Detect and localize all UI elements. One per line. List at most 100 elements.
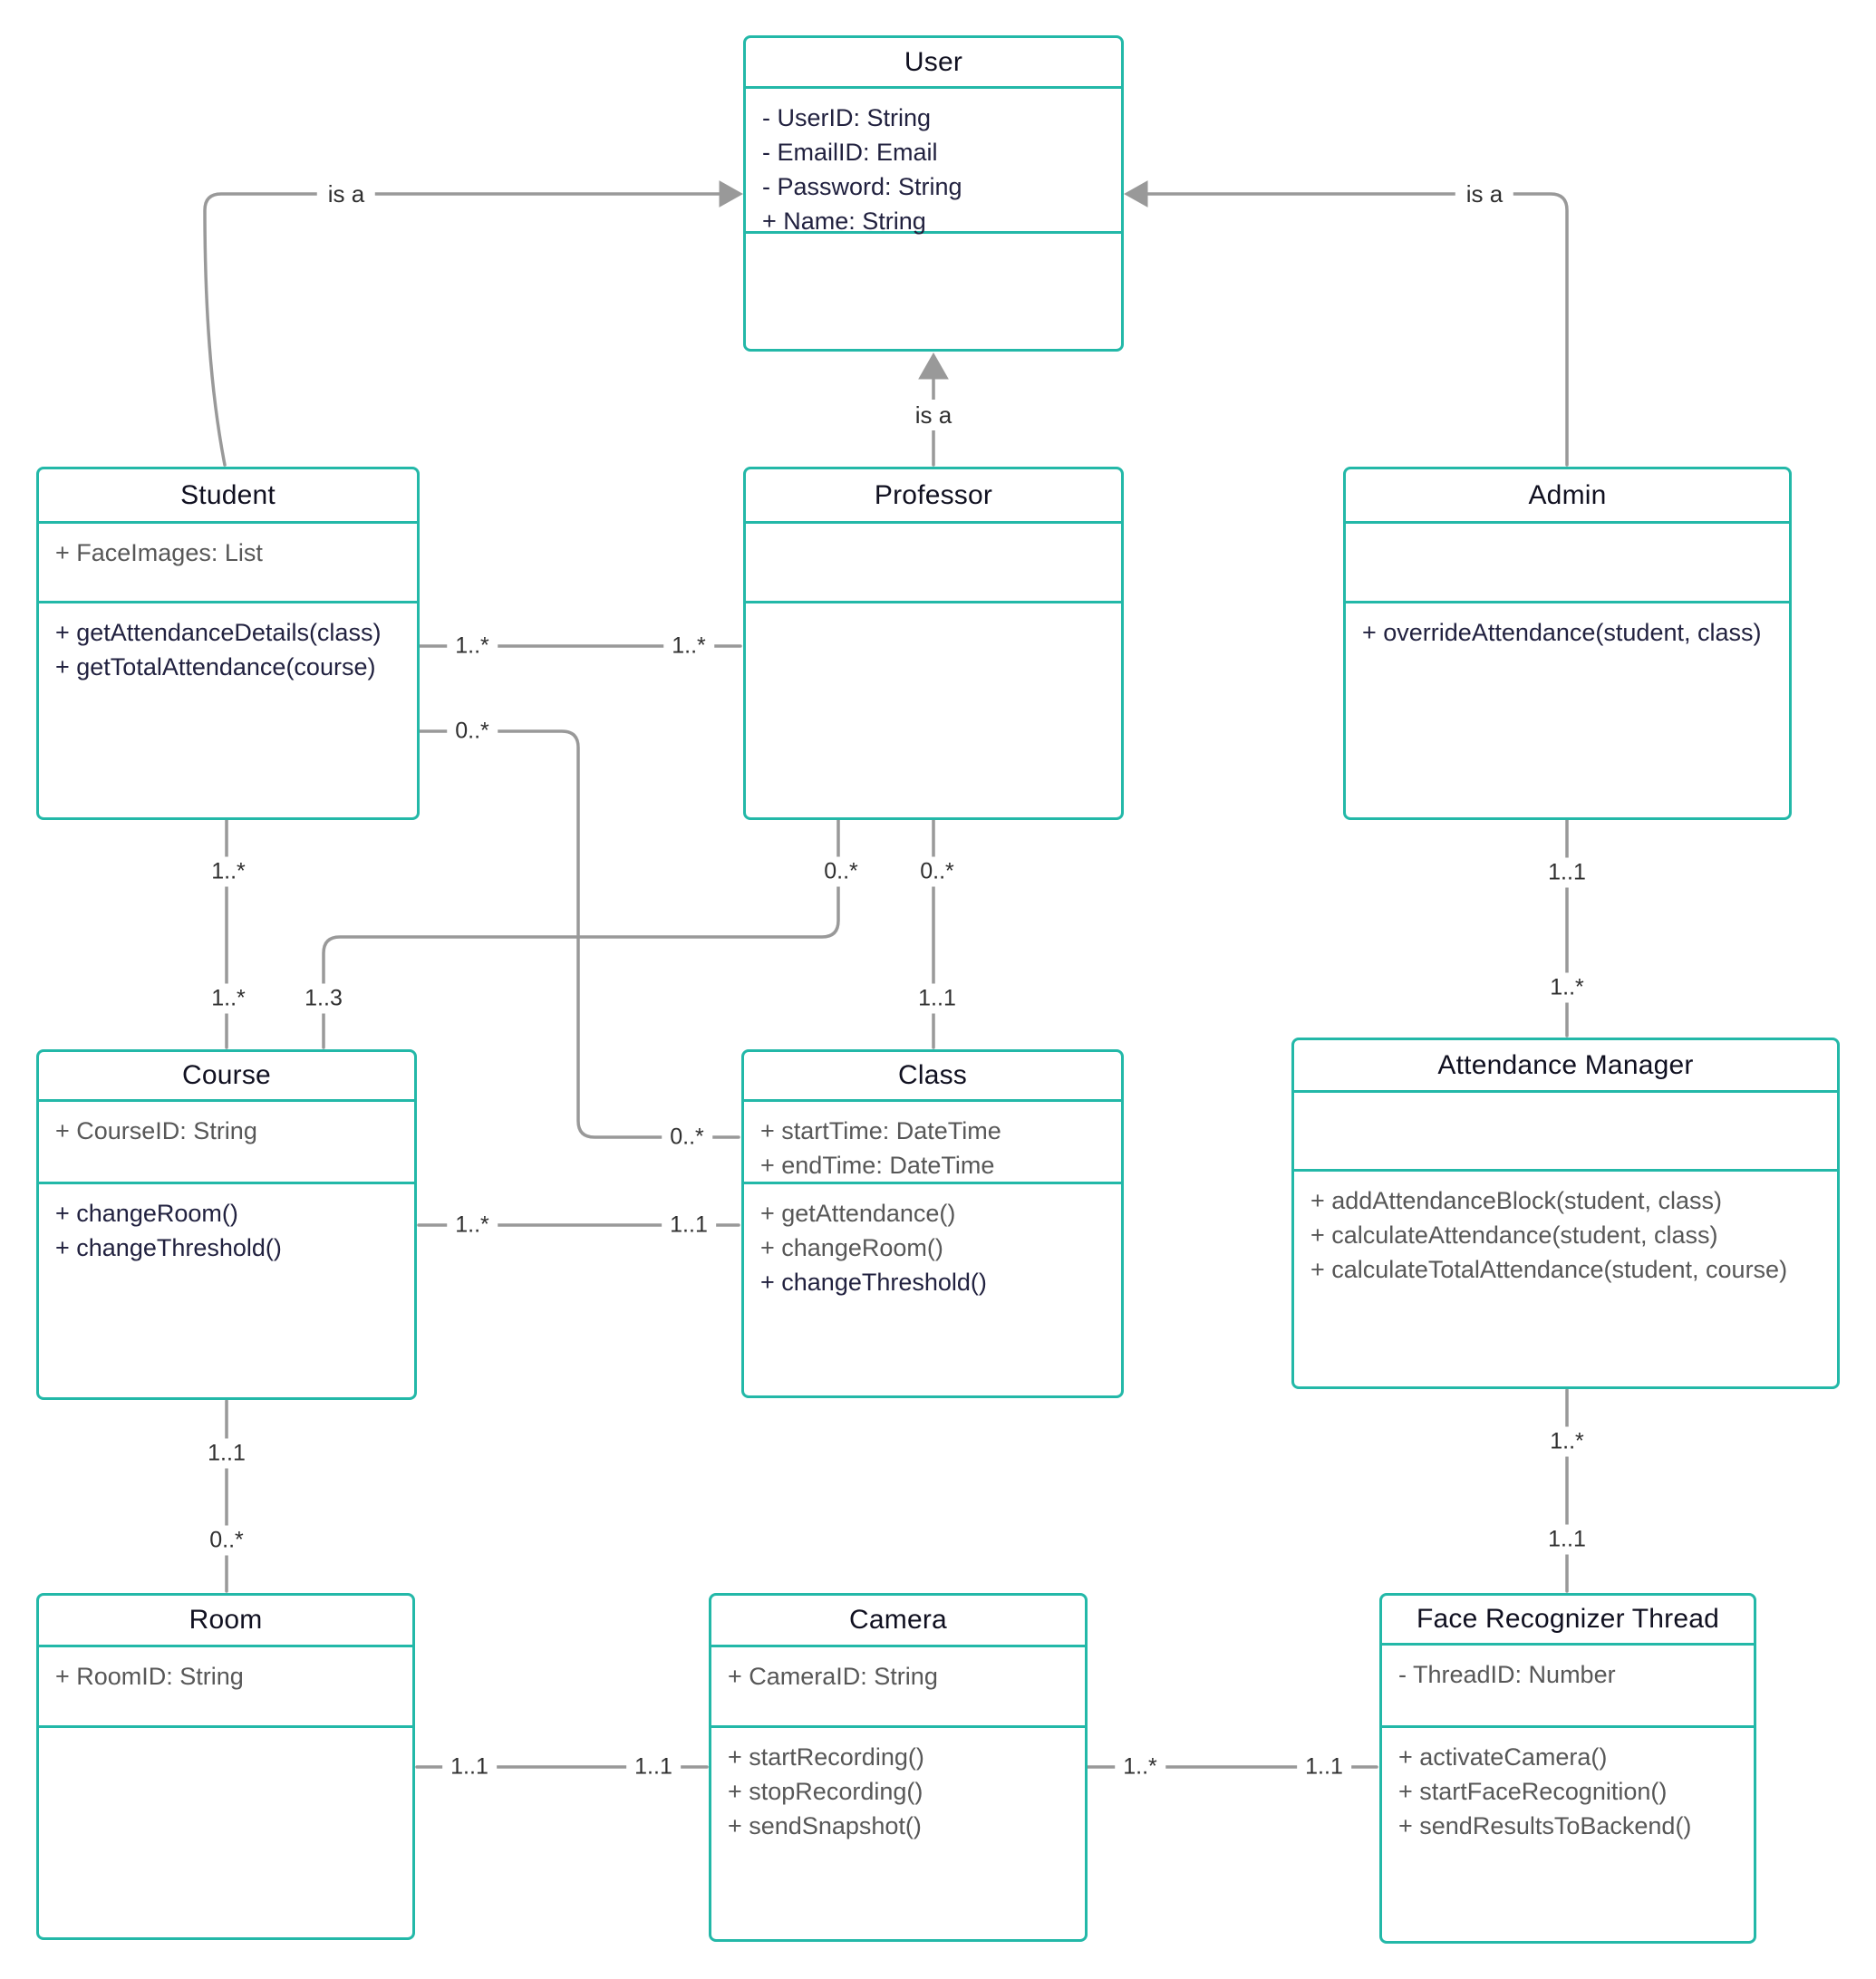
multiplicity-label: 0..*	[447, 716, 498, 747]
attribute-row: + CameraID: String	[728, 1663, 938, 1690]
class-attributes-student: + FaceImages: List	[39, 521, 417, 603]
class-attributes-professor	[746, 521, 1121, 603]
attribute-row: + Name: String	[762, 208, 926, 235]
class-box-attendance-manager: Attendance Manager + addAttendanceBlock(…	[1291, 1038, 1840, 1389]
class-methods-attendance-manager: + addAttendanceBlock(student, class) + c…	[1294, 1172, 1837, 1386]
multiplicity-label: 0..*	[201, 1525, 252, 1556]
class-methods-user	[746, 234, 1121, 349]
attribute-row: + endTime: DateTime	[760, 1152, 995, 1179]
class-box-course: Course + CourseID: String + changeRoom()…	[36, 1049, 417, 1400]
multiplicity-label: 0..*	[912, 856, 962, 887]
class-title-admin: Admin	[1528, 479, 1607, 510]
is-a-label: is a	[904, 400, 963, 430]
class-box-student: Student + FaceImages: List + getAttendan…	[36, 467, 420, 820]
class-methods-course: + changeRoom() + changeThreshold()	[39, 1184, 414, 1397]
multiplicity-label: 0..*	[662, 1122, 712, 1153]
multiplicity-label: 1..3	[296, 983, 351, 1014]
class-title-course: Course	[182, 1060, 271, 1090]
class-box-professor: Professor	[743, 467, 1124, 820]
class-title-camera: Camera	[849, 1605, 947, 1635]
class-title-student: Student	[180, 479, 276, 510]
inheritance-arrowhead-left	[719, 180, 744, 208]
inheritance-arrowhead-right	[1123, 180, 1148, 208]
multiplicity-label: 1..*	[1542, 972, 1592, 1003]
multiplicity-label: 1..1	[662, 1210, 716, 1240]
multiplicity-label: 1..1	[442, 1752, 497, 1782]
multiplicity-label: 1..1	[1540, 857, 1594, 888]
method-row: + calculateAttendance(student, class)	[1310, 1221, 1718, 1249]
class-attributes-attendance-manager	[1294, 1090, 1837, 1172]
multiplicity-label: 1..*	[663, 631, 714, 661]
class-methods-face-recognizer-thread: + activateCamera() + startFaceRecognitio…	[1382, 1728, 1754, 1941]
class-attributes-camera: + CameraID: String	[711, 1645, 1085, 1728]
multiplicity-label: 1..*	[1542, 1426, 1592, 1457]
attribute-row: + FaceImages: List	[55, 539, 263, 566]
multiplicity-label: 1..1	[910, 983, 964, 1014]
multiplicity-label: 1..*	[203, 856, 254, 887]
is-a-label: is a	[316, 179, 376, 209]
attribute-row: + RoomID: String	[55, 1663, 244, 1690]
multiplicity-label: 1..1	[1297, 1752, 1351, 1782]
attribute-row: - UserID: String	[762, 104, 932, 131]
multiplicity-label: 1..1	[199, 1438, 254, 1469]
class-box-room: Room + RoomID: String	[36, 1593, 415, 1940]
method-row: + changeThreshold()	[760, 1269, 987, 1296]
edge-student-class	[418, 729, 740, 1139]
class-methods-admin: + overrideAttendance(student, class)	[1346, 603, 1789, 817]
attribute-row: - ThreadID: Number	[1398, 1661, 1616, 1688]
class-attributes-user: - UserID: String - EmailID: Email - Pass…	[746, 86, 1121, 235]
class-methods-camera: + startRecording() + stopRecording() + s…	[711, 1728, 1085, 1939]
class-attributes-face-recognizer-thread: - ThreadID: Number	[1382, 1643, 1754, 1728]
multiplicity-label: 1..*	[447, 631, 498, 661]
edge-student-user-inheritance	[203, 192, 721, 467]
multiplicity-label: 1..1	[626, 1752, 681, 1782]
method-row: + stopRecording()	[728, 1778, 923, 1805]
class-title-attendance-manager: Attendance Manager	[1437, 1049, 1694, 1080]
method-row: + getTotalAttendance(course)	[55, 653, 376, 681]
method-row: + startRecording()	[728, 1743, 924, 1771]
method-row: + sendResultsToBackend()	[1398, 1812, 1692, 1839]
attribute-row: + startTime: DateTime	[760, 1117, 1001, 1144]
class-attributes-class: + startTime: DateTime + endTime: DateTim…	[744, 1099, 1121, 1184]
class-title-class: Class	[897, 1060, 967, 1090]
method-row: + getAttendance()	[760, 1200, 956, 1227]
class-box-user: User - UserID: String - EmailID: Email -…	[743, 35, 1124, 352]
multiplicity-label: 1..1	[1540, 1524, 1594, 1555]
method-row: + overrideAttendance(student, class)	[1362, 619, 1762, 646]
class-title-user: User	[904, 46, 963, 77]
class-title-room: Room	[189, 1605, 263, 1635]
method-row: + startFaceRecognition()	[1398, 1778, 1668, 1805]
class-attributes-admin	[1346, 521, 1789, 603]
class-attributes-room: + RoomID: String	[39, 1645, 412, 1728]
multiplicity-label: 0..*	[816, 856, 866, 887]
multiplicity-label: 1..*	[203, 983, 254, 1014]
method-row: + changeThreshold()	[55, 1234, 282, 1261]
is-a-label: is a	[1455, 179, 1514, 209]
method-row: + getAttendanceDetails(class)	[55, 619, 382, 646]
class-box-class: Class + startTime: DateTime + endTime: D…	[741, 1049, 1124, 1398]
multiplicity-label: 1..*	[1115, 1752, 1165, 1782]
class-box-admin: Admin + overrideAttendance(student, clas…	[1343, 467, 1792, 820]
method-row: + calculateTotalAttendance(student, cour…	[1310, 1256, 1788, 1283]
attribute-row: + CourseID: String	[55, 1117, 257, 1144]
class-title-professor: Professor	[874, 479, 993, 510]
method-row: + sendSnapshot()	[728, 1812, 922, 1839]
class-title-face-recognizer-thread: Face Recognizer Thread	[1416, 1604, 1720, 1634]
class-methods-student: + getAttendanceDetails(class) + getTotal…	[39, 603, 417, 817]
inheritance-arrowhead-up	[918, 352, 949, 380]
method-row: + activateCamera()	[1398, 1743, 1608, 1771]
class-methods-professor	[746, 603, 1121, 817]
edge-professor-course	[322, 817, 840, 1049]
method-row: + addAttendanceBlock(student, class)	[1310, 1187, 1723, 1214]
class-attributes-course: + CourseID: String	[39, 1099, 414, 1184]
attribute-row: - EmailID: Email	[762, 139, 938, 166]
multiplicity-label: 1..*	[447, 1210, 498, 1240]
class-box-camera: Camera + CameraID: String + startRecordi…	[709, 1593, 1088, 1942]
class-box-face-recognizer-thread: Face Recognizer Thread - ThreadID: Numbe…	[1379, 1593, 1756, 1944]
edge-admin-user-inheritance	[1146, 192, 1569, 467]
attribute-row: - Password: String	[762, 173, 962, 200]
class-methods-class: + getAttendance() + changeRoom() + chang…	[744, 1184, 1121, 1395]
method-row: + changeRoom()	[760, 1234, 943, 1261]
class-methods-room	[39, 1728, 412, 1937]
